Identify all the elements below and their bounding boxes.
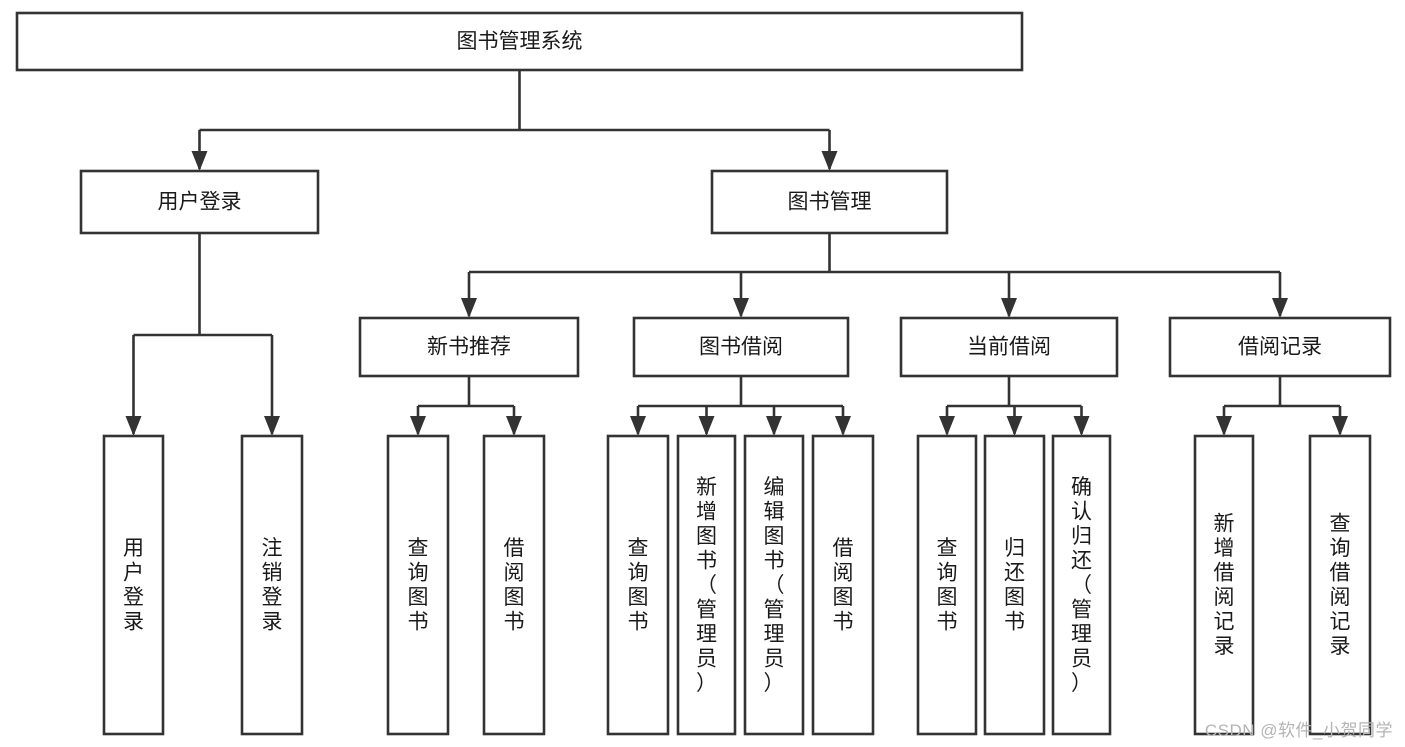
node-label: 查询借阅记录 [1330,513,1351,659]
node-new-book-rec[interactable]: 新书推荐 [358,316,580,378]
node-layer: 图书管理系统用户登录图书管理新书推荐图书借阅当前借阅借阅记录用户登录注销登录查询… [15,11,1392,736]
node-label: 用户登录 [123,537,144,634]
node-rect[interactable] [1051,434,1112,736]
node-rect[interactable] [1308,434,1372,736]
node-borrow-record[interactable]: 借阅记录 [1168,316,1392,378]
node-label: 确认归还（管理员） [1071,476,1092,695]
node-label: 借阅记录 [1238,336,1322,359]
node-label: 图书管理系统 [457,30,583,53]
node-rect[interactable] [102,434,165,736]
arrowhead-icon [410,416,426,436]
node-leaf-return-book[interactable]: 归还图书 [983,434,1046,736]
node-user-login[interactable]: 用户登录 [79,169,320,235]
node-label: 图书借阅 [699,336,783,359]
arrowhead-icon [733,298,749,318]
node-leaf-query-book-3[interactable]: 查询图书 [916,434,978,736]
node-label: 查询图书 [408,537,429,634]
node-rect[interactable] [676,434,737,736]
node-leaf-query-book-2[interactable]: 查询图书 [606,434,670,736]
connector-layer [125,70,1348,436]
node-rect[interactable] [899,316,1119,378]
node-leaf-query-book-1[interactable]: 查询图书 [386,434,450,736]
arrowhead-icon [939,416,955,436]
arrowhead-icon [191,151,208,171]
node-leaf-logout-login[interactable]: 注销登录 [240,434,304,736]
arrowhead-icon [264,416,280,436]
node-label: 新书推荐 [427,336,511,359]
arrowhead-icon [1073,416,1090,436]
arrowhead-icon [1006,416,1023,436]
node-label: 新增借阅记录 [1214,513,1235,659]
node-rect[interactable] [983,434,1046,736]
node-leaf-borrow-book-2[interactable]: 借阅图书 [811,434,875,736]
arrowhead-icon [821,151,838,171]
arrowhead-icon [506,416,522,436]
node-rect[interactable] [79,169,320,235]
node-rect[interactable] [15,11,1024,72]
node-leaf-add-book-admin[interactable]: 新增图书（管理员） [676,434,737,736]
node-rect[interactable] [632,316,850,378]
arrowhead-icon [1001,298,1017,318]
arrowhead-icon [835,416,851,436]
arrowhead-icon [1332,416,1348,436]
node-book-manage[interactable]: 图书管理 [710,169,949,235]
arrowhead-icon [766,416,782,436]
node-rect[interactable] [811,434,875,736]
node-leaf-borrow-book-1[interactable]: 借阅图书 [482,434,546,736]
node-label: 借阅图书 [504,537,525,634]
node-rect[interactable] [1168,316,1392,378]
node-label: 图书管理 [788,191,872,214]
node-label: 编辑图书（管理员） [764,476,785,695]
arrowhead-icon [461,298,477,318]
node-rect[interactable] [743,434,805,736]
arrowhead-icon [1216,416,1232,436]
node-label: 归还图书 [1004,537,1025,634]
node-root-图书管理系统[interactable]: 图书管理系统 [15,11,1024,72]
arrowhead-icon [1272,298,1288,318]
node-book-borrow[interactable]: 图书借阅 [632,316,850,378]
node-label: 用户登录 [158,191,242,214]
node-label: 当前借阅 [967,336,1051,359]
node-leaf-query-borrow-record[interactable]: 查询借阅记录 [1308,434,1372,736]
node-label: 新增图书（管理员） [696,476,717,695]
node-rect[interactable] [482,434,546,736]
node-current-borrow[interactable]: 当前借阅 [899,316,1119,378]
node-rect[interactable] [916,434,978,736]
node-rect[interactable] [606,434,670,736]
node-label: 查询图书 [628,537,649,634]
node-label: 注销登录 [262,537,283,634]
arrowhead-icon [125,416,142,436]
node-label: 借阅图书 [833,537,854,634]
node-rect[interactable] [710,169,949,235]
node-leaf-confirm-return-admin[interactable]: 确认归还（管理员） [1051,434,1112,736]
node-rect[interactable] [386,434,450,736]
arrowhead-icon [630,416,646,436]
node-rect[interactable] [240,434,304,736]
node-leaf-user-login[interactable]: 用户登录 [102,434,165,736]
node-label: 查询图书 [937,537,958,634]
node-rect[interactable] [1193,434,1255,736]
arrowhead-icon [698,416,715,436]
node-leaf-add-borrow-record[interactable]: 新增借阅记录 [1193,434,1255,736]
node-leaf-edit-book-admin[interactable]: 编辑图书（管理员） [743,434,805,736]
node-rect[interactable] [358,316,580,378]
